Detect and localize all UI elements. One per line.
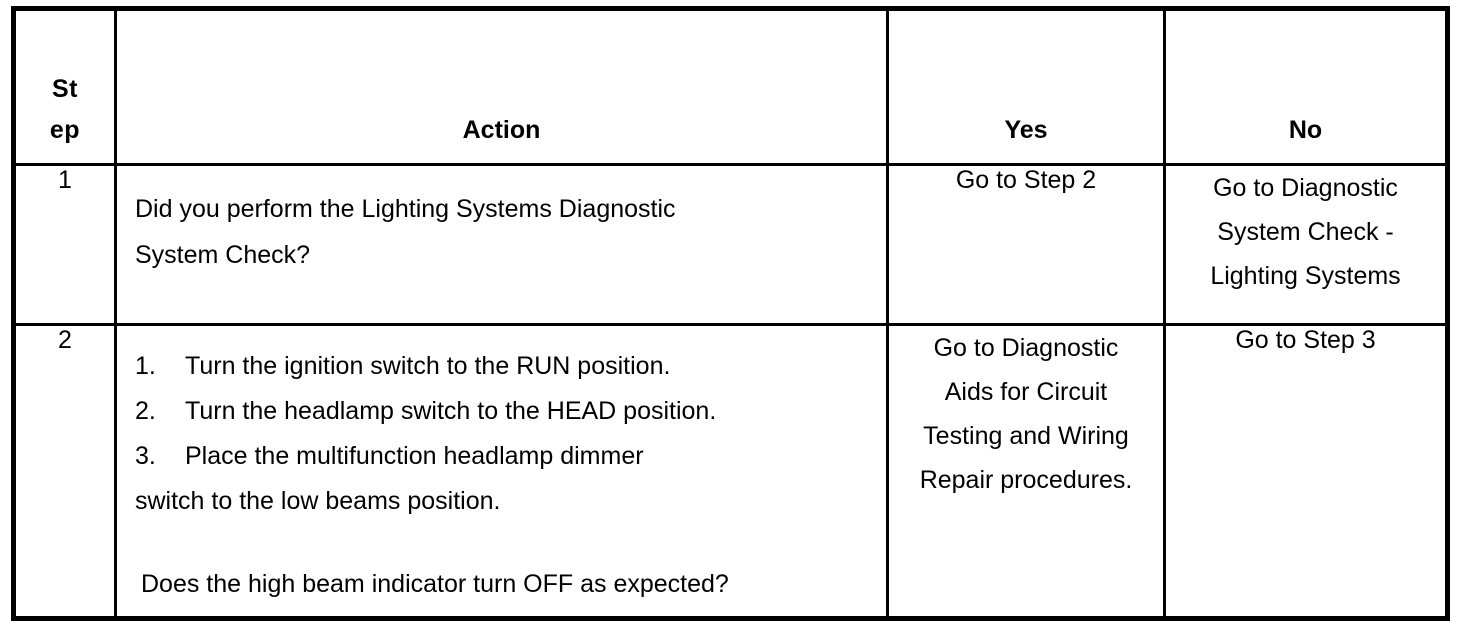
no-cell: Go to Diagnostic System Check - Lighting… (1163, 163, 1449, 326)
no-text-line: Go to Diagnostic (1213, 174, 1398, 202)
column-header-step: St ep (12, 7, 117, 166)
yes-cell: Go to Step 2 (886, 163, 1166, 326)
paragraph-spacer (135, 524, 886, 562)
list-item-number: 2. (135, 397, 156, 425)
yes-text-line: Repair procedures. (919, 466, 1133, 494)
column-header-step-line2: ep (49, 116, 81, 144)
action-continuation-line: switch to the low beams position. (135, 487, 501, 515)
list-item-label: Turn the headlamp switch to the HEAD pos… (185, 397, 717, 425)
action-cell: 1. Turn the ignition switch to the RUN p… (114, 323, 889, 620)
yes-text-line: Go to Diagnostic (933, 334, 1119, 362)
action-text-line: Did you perform the Lighting Systems Dia… (135, 195, 676, 223)
no-text-line: Lighting Systems (1210, 262, 1401, 290)
table-row: 1 Did you perform the Lighting Systems D… (12, 163, 1449, 326)
yes-text-line: Aids for Circuit (944, 378, 1108, 406)
list-item-number: 1. (135, 352, 156, 380)
action-question-line: Does the high beam indicator turn OFF as… (141, 570, 729, 598)
list-item-number: 3. (135, 442, 156, 470)
diagnostic-procedure-table: St ep Action Yes No 1 Did you perform th… (11, 6, 1450, 621)
action-step-list: 1. Turn the ignition switch to the RUN p… (135, 344, 886, 479)
yes-cell: Go to Diagnostic Aids for Circuit Testin… (886, 323, 1166, 620)
list-item-label: Place the multifunction headlamp dimmer (185, 442, 644, 470)
action-cell: Did you perform the Lighting Systems Dia… (114, 163, 889, 326)
column-header-yes: Yes (886, 7, 1166, 166)
no-cell: Go to Step 3 (1163, 323, 1449, 620)
list-item-label: Turn the ignition switch to the RUN posi… (185, 352, 671, 380)
column-header-step-line1: St (52, 75, 78, 103)
column-header-no: No (1163, 7, 1449, 166)
column-header-action: Action (114, 7, 889, 166)
yes-text-line: Testing and Wiring (923, 422, 1129, 450)
list-item: 1. Turn the ignition switch to the RUN p… (135, 344, 886, 389)
list-item: 3. Place the multifunction headlamp dimm… (135, 434, 886, 479)
list-item: 2. Turn the headlamp switch to the HEAD … (135, 389, 886, 434)
step-number-cell: 2 (12, 323, 117, 620)
table-row: 2 1. Turn the ignition switch to the RUN… (12, 323, 1449, 620)
step-number-cell: 1 (12, 163, 117, 326)
action-text-line: System Check? (135, 241, 311, 269)
no-text-line: System Check - (1217, 218, 1394, 246)
table-header-row: St ep Action Yes No (12, 7, 1449, 166)
